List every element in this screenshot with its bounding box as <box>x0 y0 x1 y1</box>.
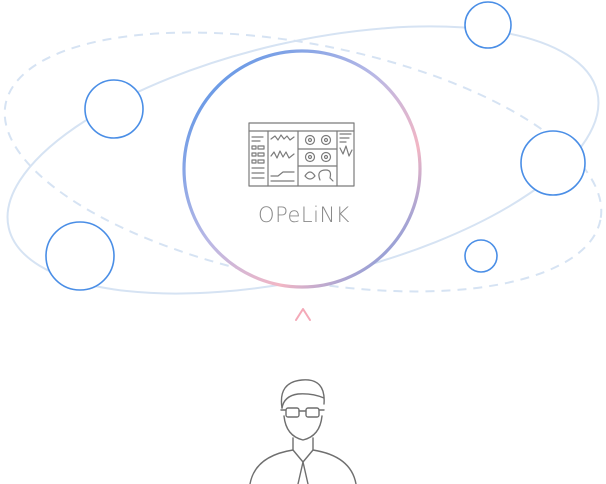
orbit-node <box>464 239 498 273</box>
orbit-node <box>520 130 586 196</box>
connection-arrow-head <box>295 308 311 321</box>
orbit-dashed <box>3 31 603 293</box>
orbit-node <box>464 1 512 49</box>
dashboard-panel-icon <box>248 122 355 187</box>
brand-label: OPeLiNK <box>258 203 350 227</box>
orbit-node <box>45 221 115 291</box>
hub-circle <box>182 49 422 289</box>
person-with-glasses-icon <box>249 379 357 484</box>
orbit-node <box>84 79 144 139</box>
